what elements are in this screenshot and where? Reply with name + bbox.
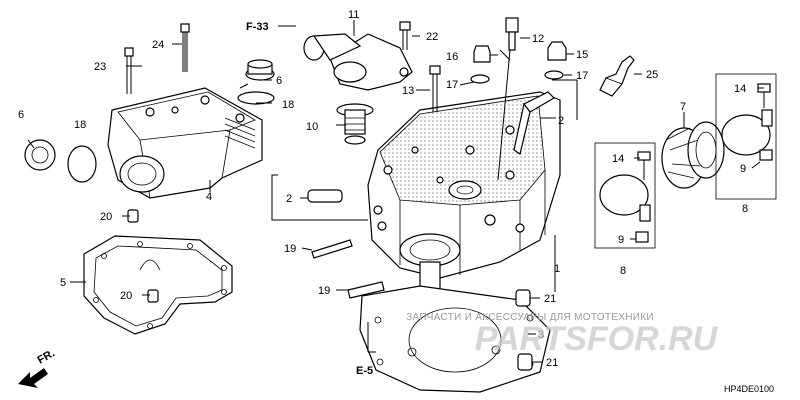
callout-5: 5 [60, 277, 66, 289]
ref-code-f33: F-33 [246, 21, 269, 33]
callout-3: 3 [538, 329, 544, 341]
watermark: ЗАПЧАСТИ И АКСЕССУАРЫ ДЛЯ МОТОТЕХНИКИ PA… [406, 312, 719, 358]
callout-19-upper: 19 [284, 243, 296, 255]
callout-2-upper: 2 [558, 115, 564, 127]
head-cover-gasket [83, 235, 233, 335]
callout-6-left: 6 [18, 109, 24, 121]
callout-17-right: 17 [576, 70, 588, 82]
callout-18-upper: 18 [282, 99, 294, 111]
callout-14-upper: 14 [734, 83, 746, 95]
watermark-logo: PARTSFOR.RU [475, 320, 719, 358]
callout-8-lower: 8 [620, 265, 626, 277]
head-cover [107, 87, 263, 199]
front-direction-label: FR. [36, 347, 57, 366]
small-parts [24, 17, 635, 371]
callout-16: 16 [446, 51, 458, 63]
watermark-caption: ЗАПЧАСТИ И АКСЕССУАРЫ ДЛЯ МОТОТЕХНИКИ [406, 312, 654, 323]
callout-25: 25 [646, 69, 658, 81]
callout-9-upper: 9 [740, 163, 746, 175]
callout-23: 23 [94, 61, 106, 73]
callout-21-upper: 21 [544, 293, 556, 305]
carburetor-insulator [661, 121, 725, 189]
callout-20-lower: 20 [120, 290, 132, 302]
callout-2-lower: 2 [286, 193, 292, 205]
callout-4: 4 [206, 191, 212, 203]
callout-15: 15 [576, 49, 588, 61]
callout-17-left: 17 [446, 79, 458, 91]
thermostat-housing [303, 33, 413, 91]
diagram-code: HP4DE0100 [724, 384, 774, 394]
callout-13: 13 [402, 85, 414, 97]
callout-numbers: 1 2 2 3 4 5 6 6 7 8 8 9 9 10 11 12 13 14… [18, 9, 748, 369]
callout-19-lower: 19 [318, 285, 330, 297]
thermostat [336, 103, 374, 145]
cylinder-head [367, 91, 561, 305]
front-arrow-icon [18, 368, 48, 388]
callout-10: 10 [306, 121, 318, 133]
callout-24: 24 [152, 39, 164, 51]
callout-11: 11 [348, 9, 359, 21]
callout-14-lower: 14 [612, 153, 624, 165]
ref-code-e5: E-5 [356, 365, 373, 377]
leader-lines [27, 20, 764, 363]
clamp-lower [594, 142, 656, 249]
callout-7: 7 [680, 101, 686, 113]
callout-12: 12 [532, 33, 544, 45]
callout-9-lower: 9 [618, 234, 624, 246]
callout-6-cover: 6 [276, 75, 282, 87]
callout-21-lower: 21 [546, 357, 558, 369]
callout-8-upper: 8 [742, 203, 748, 215]
callout-20-upper: 20 [100, 211, 112, 223]
callout-1: 1 [554, 263, 560, 275]
callout-22: 22 [426, 31, 438, 43]
callout-18-left: 18 [74, 119, 86, 131]
